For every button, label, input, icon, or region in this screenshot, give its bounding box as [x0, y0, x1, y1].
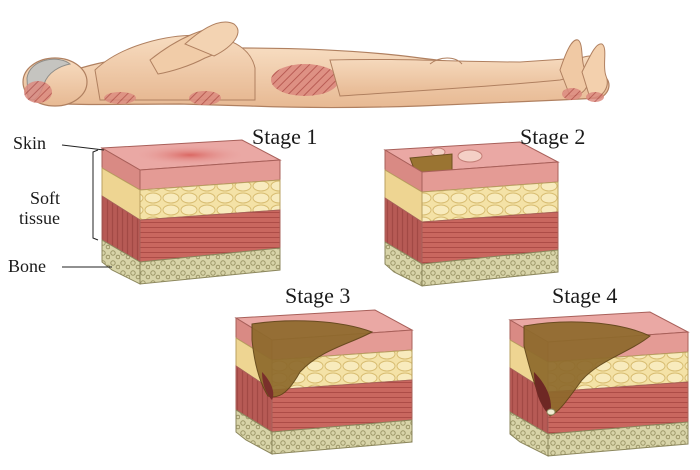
foot-left: [559, 39, 589, 97]
bone-label: Bone: [8, 256, 46, 276]
stage-1-title: Stage 1: [252, 124, 318, 149]
heel-pressure-area-2: [586, 92, 604, 102]
stage-1-block: [100, 139, 282, 285]
deep-wound: [251, 320, 374, 398]
wound-base: [262, 372, 274, 400]
shoulder-pressure-area: [104, 92, 136, 104]
soft-tissue-label-line-1: Soft: [29, 188, 60, 208]
elbow-pressure-area: [189, 91, 221, 105]
blister: [457, 149, 483, 163]
bone-side: [509, 411, 549, 457]
folded-hands: [184, 21, 239, 57]
redness-patch: [135, 145, 245, 165]
stage-4-title: Stage 4: [552, 283, 618, 308]
knee: [429, 57, 463, 65]
stage-4-block: [508, 311, 690, 457]
bone-side: [384, 241, 423, 287]
skin-label: Skin: [13, 133, 47, 153]
stage-2-block: [383, 141, 560, 287]
lying-figure: [22, 21, 610, 109]
soft-tissue-label-line-2: tissue: [18, 208, 60, 228]
exposed-bone: [546, 408, 556, 416]
heel-pressure-area: [562, 88, 582, 100]
bone-side: [235, 409, 273, 455]
stage-3-title: Stage 3: [285, 283, 351, 308]
soft-tissue-bracket: [92, 149, 99, 241]
skin-leader-line: [61, 144, 105, 151]
soft-tissue-label: Soft tissue: [16, 188, 60, 228]
leader-lines: [61, 144, 112, 268]
wound-base: [534, 372, 552, 416]
foot-right: [581, 43, 608, 99]
bone-side: [101, 239, 141, 285]
head-pressure-area: [24, 81, 52, 103]
stage-3-block: [234, 309, 414, 455]
hip-pressure-area: [271, 64, 339, 96]
stage-2-title: Stage 2: [520, 124, 586, 149]
